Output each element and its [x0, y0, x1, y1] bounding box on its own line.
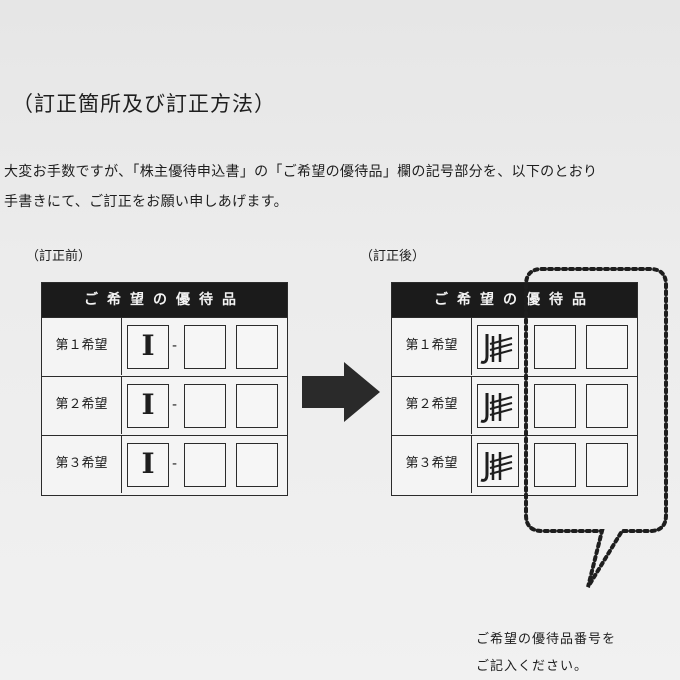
handwritten-correction-mark-icon	[480, 393, 513, 423]
after-row-3-correction-box	[477, 443, 519, 487]
handwritten-correction-mark-icon	[480, 334, 513, 364]
after-row-3: 第３希望	[392, 435, 637, 493]
before-row-2-code-box: I	[127, 384, 169, 428]
after-row-2-correction-box	[477, 384, 519, 428]
before-row-3-empty-box-1	[184, 443, 226, 487]
after-row-1-empty-box-1	[534, 325, 576, 369]
before-row-2-separator: -	[172, 397, 178, 413]
before-row-1-label: 第１希望	[42, 318, 122, 375]
before-row-1-code-box: I	[127, 325, 169, 369]
after-row-1: 第１希望	[392, 317, 637, 375]
note-line-1: ご希望の優待品番号を	[476, 632, 617, 647]
before-row-1-empty-box-1	[184, 325, 226, 369]
before-row-2-label: 第２希望	[42, 377, 122, 434]
after-row-2-label: 第２希望	[392, 377, 472, 434]
before-row-2: 第２希望 I -	[42, 376, 287, 434]
after-table-header: ご希望の優待品	[392, 283, 637, 317]
before-row-3-code-box: I	[127, 443, 169, 487]
after-row-2-empty-box-1	[534, 384, 576, 428]
instruction-line-2: 手書きにて、ご訂正をお願い申しあげます。	[4, 194, 288, 210]
note-line-2: ご記入ください。	[476, 659, 589, 674]
after-row-1-correction-box	[477, 325, 519, 369]
after-row-3-empty-box-2	[586, 443, 628, 487]
before-row-1-empty-box-2	[236, 325, 278, 369]
dotted-callout-bubble	[524, 267, 668, 589]
instruction-line-1: 大変お手数ですが、「株主優待申込書」の「ご希望の優待品」欄の記号部分を、以下のと…	[4, 164, 598, 180]
before-row-1: 第１希望 I -	[42, 317, 287, 375]
before-label: （訂正前）	[26, 249, 92, 264]
handwritten-correction-mark-icon	[480, 452, 513, 482]
right-arrow-icon	[302, 362, 380, 422]
after-row-1-empty-box-2	[586, 325, 628, 369]
before-row-3: 第３希望 I -	[42, 435, 287, 493]
after-row-3-empty-box-1	[534, 443, 576, 487]
before-row-3-separator: -	[172, 456, 178, 472]
before-row-3-empty-box-2	[236, 443, 278, 487]
before-row-3-label: 第３希望	[42, 436, 122, 493]
before-row-1-separator: -	[172, 338, 178, 354]
before-row-2-empty-box-2	[236, 384, 278, 428]
after-row-2: 第２希望	[392, 376, 637, 434]
before-table: ご希望の優待品 第１希望 I - 第２希望 I - 第３希望 I -	[41, 282, 288, 496]
after-label: （訂正後）	[360, 249, 426, 264]
after-table: ご希望の優待品 第１希望 第２希望 第３希望	[391, 282, 638, 496]
before-row-2-empty-box-1	[184, 384, 226, 428]
after-row-1-label: 第１希望	[392, 318, 472, 375]
after-row-3-label: 第３希望	[392, 436, 472, 493]
after-row-2-empty-box-2	[586, 384, 628, 428]
before-table-header: ご希望の優待品	[42, 283, 287, 317]
section-heading: （訂正箇所及び訂正方法）	[12, 92, 276, 116]
